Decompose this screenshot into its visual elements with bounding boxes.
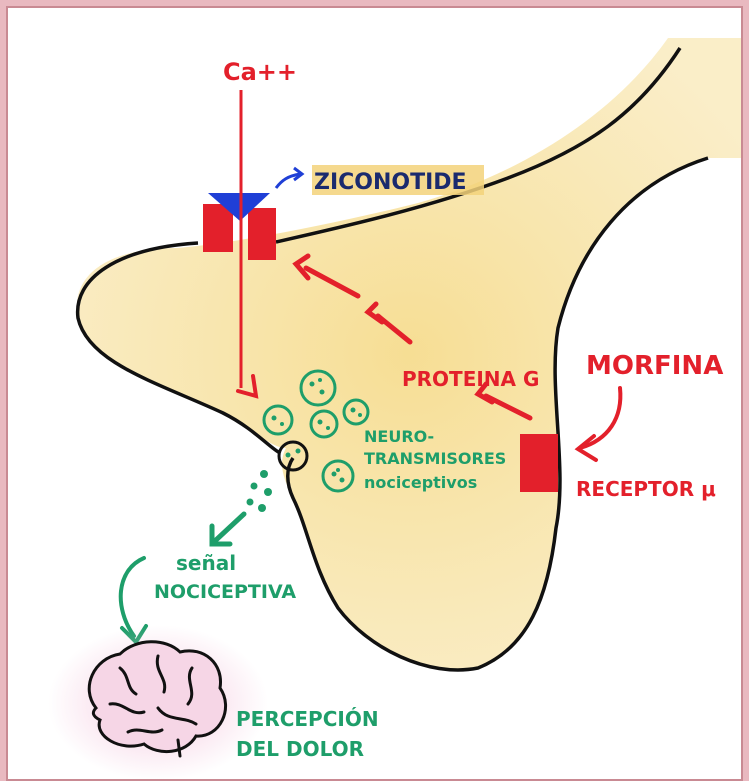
- senal-label-line1: señal: [176, 551, 236, 575]
- proteina-g-label: PROTEINA G: [402, 367, 539, 391]
- mu-receptor-icon: [520, 434, 558, 492]
- diagram-canvas: Ca++ ZICONOTIDE PROTEINA G MORFINA RECEP…: [8, 8, 741, 779]
- diagram-frame: Ca++ ZICONOTIDE PROTEINA G MORFINA RECEP…: [6, 6, 743, 781]
- signal-arrow: [216, 514, 244, 540]
- released-neurotransmitters: [247, 470, 273, 512]
- morfina-arrow: [580, 388, 620, 448]
- receptor-label: RECEPTOR μ: [576, 477, 716, 501]
- percepcion-label-line1: PERCEPCIÓN: [236, 707, 379, 731]
- senal-label-line2: NOCICEPTIVA: [154, 581, 296, 603]
- neurotransmitter-label-line2: TRANSMISORES: [364, 449, 506, 468]
- ziconotide-arrow: [276, 174, 300, 188]
- perception-arrow: [121, 558, 144, 636]
- calcium-label: Ca++: [223, 58, 297, 86]
- neurotransmitter-label-line3: nociceptivos: [364, 473, 477, 492]
- morfina-label: MORFINA: [586, 351, 723, 381]
- neurotransmitter-label-line1: NEURO-: [364, 427, 434, 446]
- ziconotide-label: ZICONOTIDE: [314, 170, 467, 195]
- percepcion-label-line2: DEL DOLOR: [236, 737, 364, 761]
